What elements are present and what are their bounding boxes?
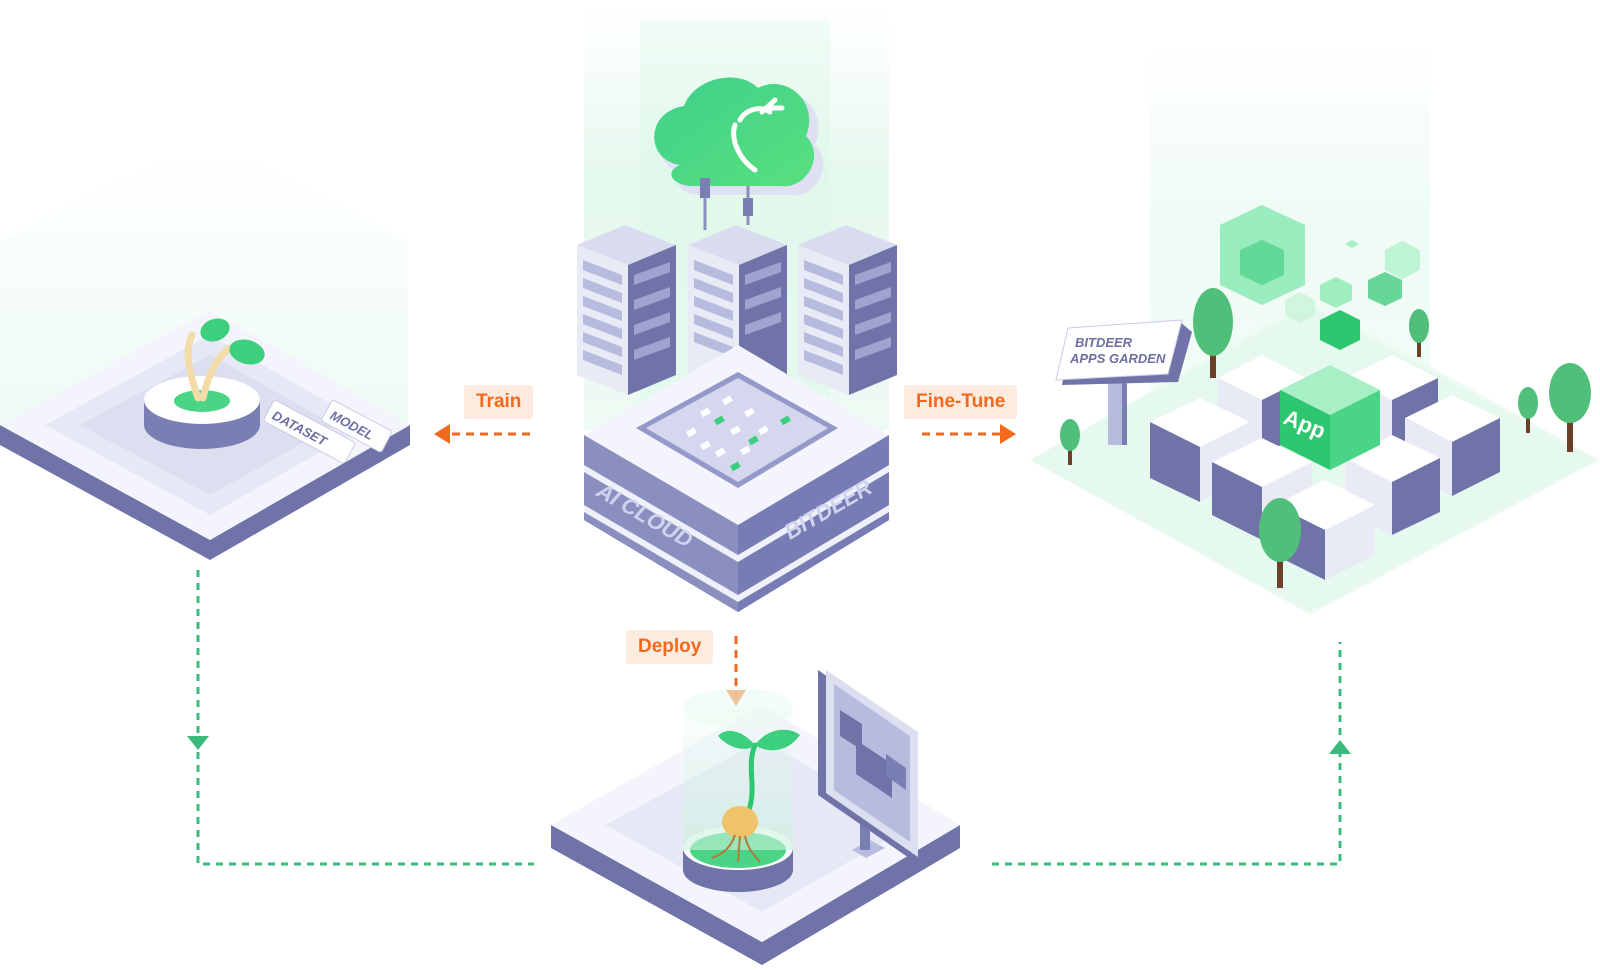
sign-line-2: APPS GARDEN [1069, 351, 1166, 366]
sign-line-1: BITDEER [1075, 335, 1133, 350]
cloud-deer-icon [654, 77, 824, 230]
seedling-jar [683, 688, 800, 892]
sprout-icon [184, 318, 265, 402]
monitor-icon [818, 670, 918, 860]
floating-cube-icon [1220, 205, 1420, 350]
flow-connectors [187, 424, 1351, 866]
app-block: App [1280, 365, 1380, 470]
sprout-icon [711, 729, 800, 863]
apps-garden-platform: App [1030, 30, 1600, 615]
ai-cloud-block: AI CLOUD BITDEER [584, 345, 889, 612]
fine-tune-label: Fine-Tune [904, 385, 1018, 419]
train-label: Train [464, 385, 534, 419]
model-tag: MODEL [321, 400, 392, 453]
tree-icon [1409, 309, 1429, 357]
tree-icon [1518, 387, 1538, 433]
deploy-label: Deploy [626, 630, 714, 664]
garden-up-arrowhead-icon [1329, 740, 1351, 754]
ai-cloud-cluster: AI CLOUD BITDEER [577, 0, 897, 612]
tree-icon [1549, 363, 1591, 452]
deploy-to-garden-line [992, 754, 1342, 866]
tree-icon [1193, 288, 1233, 378]
dataset-model-platform: MODEL DATASET [0, 138, 410, 560]
dataset-down-arrowhead-icon [187, 736, 209, 750]
dataset-to-deploy-line [196, 752, 534, 866]
signboard-icon: BITDEER APPS GARDEN [1055, 319, 1192, 445]
deploy-platform [551, 670, 960, 965]
train-arrowhead-icon [434, 424, 450, 444]
tree-icon [1060, 419, 1080, 465]
server-rack-icon [798, 225, 897, 395]
tree-icon [1259, 498, 1301, 588]
server-rack-icon [577, 225, 676, 395]
fine-tune-arrowhead-icon [1000, 424, 1016, 444]
